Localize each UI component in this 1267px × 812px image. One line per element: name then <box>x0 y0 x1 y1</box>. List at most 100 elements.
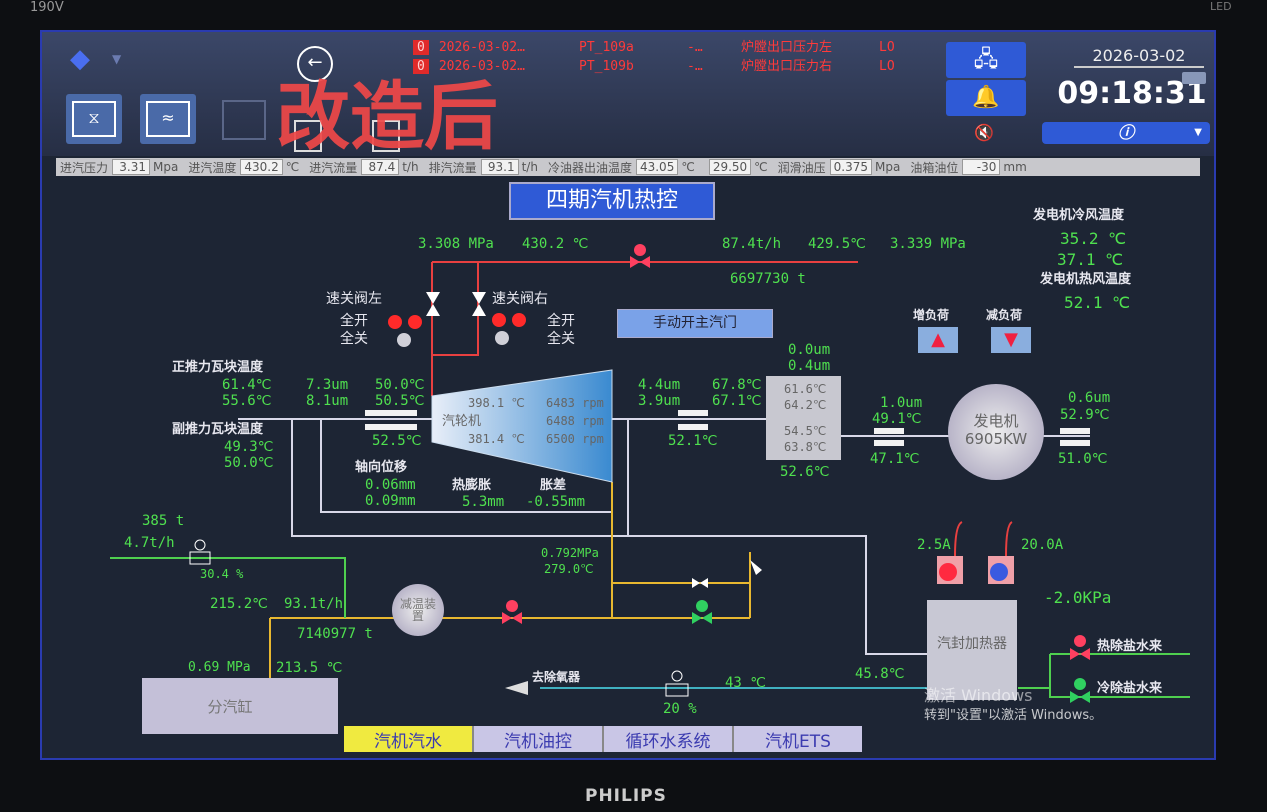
thrust-neg-label: 副推力瓦块温度 <box>172 422 264 437</box>
gen-hot-air: 52.1 ℃ <box>1064 293 1131 312</box>
shaft-lines <box>238 418 1090 655</box>
status-unit: ℃ <box>681 160 695 174</box>
status-unit: t/h <box>402 160 419 174</box>
alarm-desc: 炉膛出口压力右 <box>741 59 833 74</box>
monitor-led-label: LED <box>1210 0 1232 13</box>
monitor-model: 190V <box>30 0 64 15</box>
page-title: 四期汽机热控 <box>509 182 715 220</box>
steam-temp2: 429.5℃ <box>808 236 866 252</box>
alarm-code: 0 <box>413 59 429 74</box>
gearbox-t3: 54.5℃ <box>784 424 827 438</box>
fan1-current: 2.5A <box>917 537 951 553</box>
monitor-brand: PHILIPS <box>585 786 667 806</box>
equipment-view-button[interactable]: ⧖ <box>66 94 122 144</box>
info-button[interactable]: ⓘ▼ <box>1042 122 1210 144</box>
axial-label: 轴向位移 <box>355 460 408 475</box>
bearing1-vib2: 8.1um <box>306 393 349 409</box>
status-unit: Mpa <box>153 160 179 174</box>
generator-power: 6905KW <box>964 430 1028 448</box>
keyboard-icon[interactable] <box>1182 72 1206 84</box>
turbine-rpm2: 6488 rpm <box>546 414 604 428</box>
status-value: 43.05 <box>635 159 679 175</box>
motor-valve-red-icon <box>1070 635 1090 660</box>
decrease-load-label: 减负荷 <box>986 308 1023 322</box>
exhaust-pressure: 0.792MPa <box>541 546 599 560</box>
decrease-load-button[interactable]: ▼ <box>991 327 1031 353</box>
axial-1: 0.06mm <box>365 477 416 493</box>
status-label: 进汽压力 <box>60 160 109 175</box>
increase-load-label: 增负荷 <box>913 308 950 322</box>
alarm-desc: 炉膛出口压力左 <box>741 40 833 55</box>
bearing-pads <box>365 410 1090 446</box>
back-button[interactable]: ← <box>297 46 333 82</box>
desuperheater-shape <box>392 584 444 636</box>
alarm-state: LO <box>879 59 895 74</box>
gearbox-vib2: 0.4um <box>788 358 831 374</box>
network-icon[interactable]: 🖧 <box>946 42 1026 78</box>
turbine-shape <box>431 369 613 483</box>
status-value: 3.31 <box>112 159 151 175</box>
bearing2-t2: 67.1℃ <box>712 393 762 409</box>
cold-water-label: 冷除盐水来 <box>1097 681 1163 696</box>
alarm-time: 2026-03-02… <box>438 59 525 74</box>
stop-valve-icons <box>426 292 486 316</box>
report-icon[interactable] <box>222 100 266 140</box>
exhaust-temp: 279.0℃ <box>544 562 594 576</box>
status-value: 430.2 <box>240 159 283 175</box>
motor-valve-white-icon <box>189 539 211 565</box>
header-temp: 213.5 ℃ <box>276 660 343 676</box>
mute-icon[interactable]: 🔇 <box>974 123 994 142</box>
deaerator-arrow-icon <box>505 681 528 695</box>
menu-dropdown-icon[interactable]: ▼ <box>112 52 122 66</box>
bearing4-t2: 51.0℃ <box>1058 451 1108 467</box>
thrust-pos-1: 61.4℃ <box>222 377 272 393</box>
gearbox-t4: 63.8℃ <box>784 440 827 454</box>
extraction-flow: 4.7t/h <box>124 535 175 551</box>
status-unit: Mpa <box>875 160 901 174</box>
vacuum: -2.0KPa <box>1044 588 1112 607</box>
turbine-label: 汽轮机 <box>442 414 482 429</box>
trend-button[interactable]: ≈ <box>140 94 196 144</box>
header-pressure: 0.69 MPa <box>188 660 251 675</box>
bearing3-t1: 49.1℃ <box>872 411 922 427</box>
bearing4-t1: 52.9℃ <box>1060 407 1110 423</box>
tab-ets[interactable]: 汽机ETS <box>734 726 862 752</box>
tab-circulating-water[interactable]: 循环水系统 <box>604 726 734 752</box>
condensate-valve: 20 % <box>663 701 697 717</box>
gearbox-shape <box>766 376 841 460</box>
manual-open-main-valve-button[interactable]: 手动开主汽门 <box>617 309 773 338</box>
status-value: 29.50 <box>708 159 752 175</box>
tab-oil-control[interactable]: 汽机油控 <box>474 726 604 752</box>
condensate-temp: 43 ℃ <box>725 675 767 691</box>
gearbox-t1: 61.6℃ <box>784 382 827 396</box>
bearing3-vib: 1.0um <box>880 395 923 411</box>
tank-valve-icon: ⧖ <box>72 101 116 137</box>
thrust-neg-1: 49.3℃ <box>224 439 274 455</box>
export-icon[interactable] <box>294 120 322 152</box>
bearing2-t3: 52.1℃ <box>668 433 718 449</box>
increase-load-button[interactable]: ▲ <box>918 327 958 353</box>
bearing1-t2: 50.5℃ <box>375 393 425 409</box>
tab-steam-water[interactable]: 汽机汽水 <box>344 726 474 752</box>
motor-valve-red-icon <box>630 244 650 268</box>
mouse-cursor-icon <box>750 560 762 575</box>
axial-2: 0.09mm <box>365 493 416 509</box>
status-label: 排汽流量 <box>428 160 477 175</box>
bell-icon[interactable]: 🔔 <box>946 80 1026 116</box>
app-logo-icon[interactable]: ◆ <box>70 44 90 74</box>
gearbox-t2: 64.2℃ <box>784 398 827 412</box>
left-stop-valve-label: 速关阀左 <box>326 291 382 307</box>
gen-cold-air-label: 发电机冷风温度 <box>1033 208 1125 223</box>
motor-valve-red-icon <box>502 600 522 624</box>
condensate-temp2: 45.8℃ <box>855 666 905 682</box>
status-value: 93.1 <box>480 159 519 175</box>
save-icon[interactable] <box>372 120 400 152</box>
generator-label: 发电机 6905KW <box>948 412 1044 448</box>
motor-valve-green-icon <box>692 600 712 624</box>
